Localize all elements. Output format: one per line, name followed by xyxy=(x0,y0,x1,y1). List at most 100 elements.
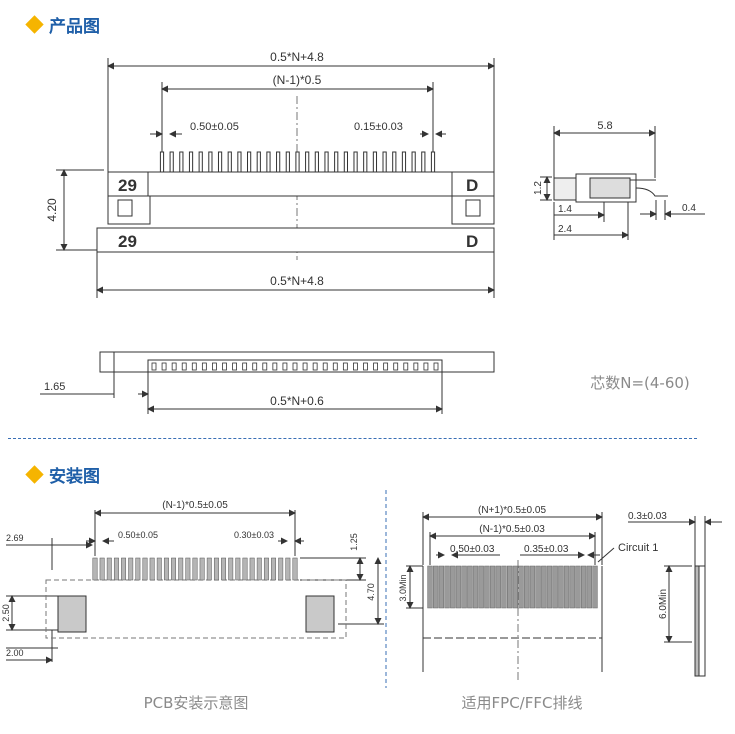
ffc-conductor xyxy=(558,565,564,609)
ffc-conductor xyxy=(586,565,592,609)
connector-pin xyxy=(237,151,242,173)
connector-pin xyxy=(382,151,387,173)
pcb-pad xyxy=(213,557,219,581)
section-divider xyxy=(8,438,697,439)
connector-pin xyxy=(169,151,174,173)
ffc-conductor xyxy=(518,565,524,609)
dim-side-width: 5.8 xyxy=(597,120,612,132)
ffc-conductor xyxy=(507,565,513,609)
ffc-conductor xyxy=(569,565,575,609)
install-section-title: 安装图 xyxy=(25,462,100,487)
dim-side-b: 2.4 xyxy=(558,224,572,235)
bottom-pin xyxy=(282,362,288,371)
bottom-pin xyxy=(373,362,378,371)
ffc-conductor xyxy=(455,565,462,609)
pcb-pad xyxy=(242,557,248,581)
connector-pin xyxy=(266,151,271,173)
side-view xyxy=(540,126,705,240)
marker-d-base: D xyxy=(466,232,478,251)
ffc-conductor xyxy=(444,565,450,609)
ffc-overall: (N+1)*0.5±0.05 xyxy=(478,505,546,516)
connector-pin xyxy=(217,151,223,173)
connector-pin xyxy=(159,151,165,173)
pcb-pad xyxy=(106,557,112,581)
bottom-pin xyxy=(433,362,439,371)
connector-pin xyxy=(179,151,184,173)
connector-pin xyxy=(314,151,319,173)
pcb-pad xyxy=(149,557,155,581)
dim-side-c: 0.4 xyxy=(682,203,696,214)
connector-pin xyxy=(392,151,397,173)
pcb-pad xyxy=(142,557,148,581)
product-section-label: 产品图 xyxy=(49,17,100,37)
pcb-pad xyxy=(171,557,177,581)
pcb-pad xyxy=(249,557,255,581)
ffc-conductor xyxy=(467,565,473,609)
pcb-view xyxy=(6,509,384,664)
dim-bottom-offset: 1.65 xyxy=(44,381,65,393)
pcb-dim-4-70: 4.70 xyxy=(366,583,376,601)
connector-pin xyxy=(430,151,436,173)
dim-pin-span: (N-1)*0.5 xyxy=(273,73,322,87)
bottom-pin xyxy=(212,362,217,371)
dim-side-a: 1.4 xyxy=(558,204,572,215)
bottom-pins xyxy=(151,362,439,371)
connector-pin xyxy=(295,151,300,173)
ffc-conductor xyxy=(501,565,507,609)
connector-pin xyxy=(421,151,426,173)
bottom-pin xyxy=(171,362,177,371)
pcb-pad xyxy=(278,557,284,581)
bottom-pin xyxy=(232,362,237,371)
ffc-conductor xyxy=(484,565,490,609)
marker-29-top: 29 xyxy=(118,176,137,195)
dim-top-overall: 0.5*N+4.8 xyxy=(270,50,324,64)
connector-pin xyxy=(334,151,339,173)
connector-pin xyxy=(401,151,407,173)
connector-pin xyxy=(343,151,348,173)
connector-pin xyxy=(305,151,310,173)
ffc-conductor xyxy=(472,565,479,609)
pcb-pad xyxy=(228,557,234,581)
ffc-conductor xyxy=(489,565,496,609)
pcb-dim-2-69: 2.69 xyxy=(6,533,24,543)
connector-pin xyxy=(372,151,378,173)
pcb-pads xyxy=(92,557,298,581)
pcb-dim-1-25: 1.25 xyxy=(349,533,359,551)
ffc-conductor xyxy=(563,565,570,609)
connector-pin xyxy=(198,151,203,173)
front-view xyxy=(56,58,495,298)
ffc-pitch: 0.50±0.03 xyxy=(450,544,495,555)
ffc-min-a: 3.0Min xyxy=(398,574,408,601)
pcb-pad xyxy=(99,557,105,581)
bottom-pin xyxy=(242,362,248,371)
dim-bottom-width: 0.5*N+0.6 xyxy=(270,394,324,408)
connector-pin xyxy=(411,151,416,173)
bottom-pin xyxy=(353,362,358,371)
pcb-pad xyxy=(113,557,119,581)
dim-base-overall: 0.5*N+4.8 xyxy=(270,274,324,288)
dim-pitch: 0.50±0.05 xyxy=(190,121,239,133)
ffc-conductor xyxy=(450,565,456,609)
ffc-view xyxy=(406,512,722,680)
bottom-pin xyxy=(342,362,348,371)
ffc-caption: 适用FPC/FFC排线 xyxy=(462,694,583,712)
pcb-pad xyxy=(235,557,241,581)
ffc-conductor xyxy=(478,565,484,609)
ffc-circuit-label: Circuit 1 xyxy=(618,542,658,554)
ffc-strips xyxy=(427,565,598,609)
ffc-conductor xyxy=(592,565,598,609)
pcb-caption: PCB安装示意图 xyxy=(144,694,249,712)
front-pins xyxy=(159,151,436,173)
bottom-pin xyxy=(222,362,227,371)
pcb-pad-width: 0.30±0.03 xyxy=(234,530,274,540)
bottom-pin xyxy=(403,362,409,371)
ffc-span: (N-1)*0.5±0.03 xyxy=(479,524,545,535)
bottom-pin xyxy=(383,362,389,371)
pcb-pad xyxy=(192,557,198,581)
pcb-pad xyxy=(135,557,141,581)
connector-pin xyxy=(227,151,232,173)
bottom-pin xyxy=(312,362,318,371)
connector-pin xyxy=(324,151,329,173)
bottom-pin xyxy=(161,362,167,371)
